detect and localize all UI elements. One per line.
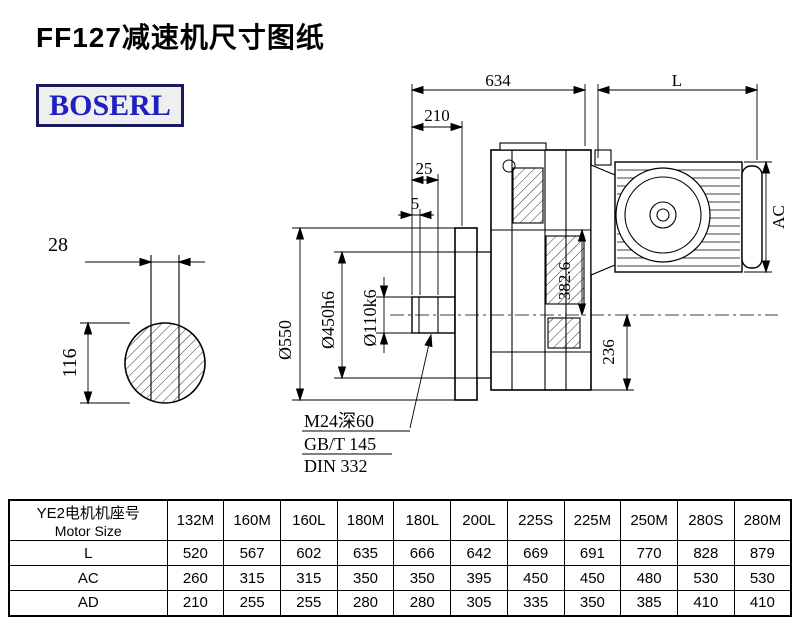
motor-adapter xyxy=(590,164,616,276)
gear-section-3 xyxy=(547,317,581,349)
motor-size-header-en: Motor Size xyxy=(54,523,122,539)
cell: 669 xyxy=(506,540,565,566)
shaft-section-circle xyxy=(124,322,206,404)
col-header: 225M xyxy=(563,499,622,541)
brand-logo: BOSERL xyxy=(36,84,184,127)
dim-shaft-diameter: Ø110k6 xyxy=(360,289,380,346)
cell: 350 xyxy=(336,565,395,591)
dim-motor-height: AC xyxy=(769,205,788,229)
col-header: 132M xyxy=(166,499,225,541)
cell: 350 xyxy=(563,590,622,616)
cell: 350 xyxy=(393,565,452,591)
cell: 480 xyxy=(620,565,678,591)
cell: 520 xyxy=(166,540,225,566)
cell: 305 xyxy=(450,590,508,616)
motor-size-header: YE2电机机座号 Motor Size xyxy=(8,499,168,541)
motor-shaft-circle xyxy=(656,208,670,222)
col-header: 225S xyxy=(506,499,565,541)
note-standard-gb: GB/T 145 xyxy=(304,434,376,454)
motor-size-header-cn: YE2电机机座号 xyxy=(36,505,140,522)
mounting-flange xyxy=(454,227,478,401)
technical-drawing: 28 116 xyxy=(48,71,788,476)
cell: 828 xyxy=(676,540,735,566)
cell: 770 xyxy=(620,540,678,566)
cell: 210 xyxy=(166,590,225,616)
gear-section-1 xyxy=(545,235,585,305)
dim-center-to-bottom: 236 xyxy=(599,339,618,365)
dim-spigot-diameter: Ø450h6 xyxy=(318,291,338,349)
motor-flange-circle-outer xyxy=(615,167,711,263)
cell: 642 xyxy=(450,540,508,566)
note-tapped-hole: M24深60 xyxy=(304,411,374,431)
gear-section-2 xyxy=(512,167,544,224)
cell: 602 xyxy=(279,540,338,566)
motor-flange-circle xyxy=(624,176,702,254)
cell: 335 xyxy=(506,590,565,616)
cell: 410 xyxy=(676,590,735,616)
cell: 666 xyxy=(393,540,452,566)
fan-cowl xyxy=(741,165,763,269)
col-header: 160M xyxy=(223,499,281,541)
cell: 280 xyxy=(393,590,452,616)
col-header: 180M xyxy=(336,499,395,541)
gearbox-main-view xyxy=(390,142,778,401)
cell: 315 xyxy=(223,565,281,591)
table-row-AD: AD 210 255 255 280 280 305 335 350 385 4… xyxy=(8,590,792,616)
shaft-end-view xyxy=(80,255,206,404)
cell: 530 xyxy=(676,565,735,591)
col-header: 200L xyxy=(450,499,508,541)
table-row-AC: AC 260 315 315 350 350 395 450 450 480 5… xyxy=(8,565,792,591)
dim-shaft-key-height: 116 xyxy=(59,348,81,377)
cell: 450 xyxy=(506,565,565,591)
dim-key-width: 28 xyxy=(48,234,68,256)
cell: 450 xyxy=(563,565,622,591)
col-header: 180L xyxy=(393,499,452,541)
housing-top-step xyxy=(499,142,547,151)
col-header: 160L xyxy=(279,499,338,541)
dim-gap: 5 xyxy=(411,194,420,213)
cell: 255 xyxy=(223,590,281,616)
cell: 691 xyxy=(563,540,622,566)
table-row-L: L 520 567 602 635 666 642 669 691 770 82… xyxy=(8,540,792,566)
dimension-lines xyxy=(292,84,772,455)
cell: 385 xyxy=(620,590,678,616)
cell: 530 xyxy=(733,565,792,591)
row-label: AC xyxy=(8,565,168,591)
dim-center-to-top: 382.6 xyxy=(555,262,574,300)
page-title: FF127减速机尺寸图纸 xyxy=(36,22,325,53)
dim-flange-diameter: Ø550 xyxy=(275,320,295,360)
cell: 635 xyxy=(336,540,395,566)
col-header: 280M xyxy=(733,499,792,541)
cell: 567 xyxy=(223,540,281,566)
dim-shoulder: 25 xyxy=(416,159,433,178)
dim-overall-width: 634 xyxy=(485,71,511,90)
cell: 410 xyxy=(733,590,792,616)
motor-hub-circle xyxy=(649,201,677,229)
adapter-lug xyxy=(594,149,612,166)
brand-text: BOSERL xyxy=(49,88,171,122)
cell: 260 xyxy=(166,565,225,591)
note-standard-din: DIN 332 xyxy=(304,456,368,476)
cell: 315 xyxy=(279,565,338,591)
row-label: L xyxy=(8,540,168,566)
cell: 255 xyxy=(279,590,338,616)
dim-flange-offset: 210 xyxy=(424,106,450,125)
dim-motor-length: L xyxy=(672,71,682,90)
cell: 395 xyxy=(450,565,508,591)
row-label: AD xyxy=(8,590,168,616)
cell: 879 xyxy=(733,540,792,566)
col-header: 280S xyxy=(676,499,735,541)
motor-size-table: YE2电机机座号 Motor Size 132M 160M 160L 180M … xyxy=(8,499,792,617)
table-header-row: YE2电机机座号 Motor Size 132M 160M 160L 180M … xyxy=(8,499,792,541)
col-header: 250M xyxy=(620,499,678,541)
cell: 280 xyxy=(336,590,395,616)
